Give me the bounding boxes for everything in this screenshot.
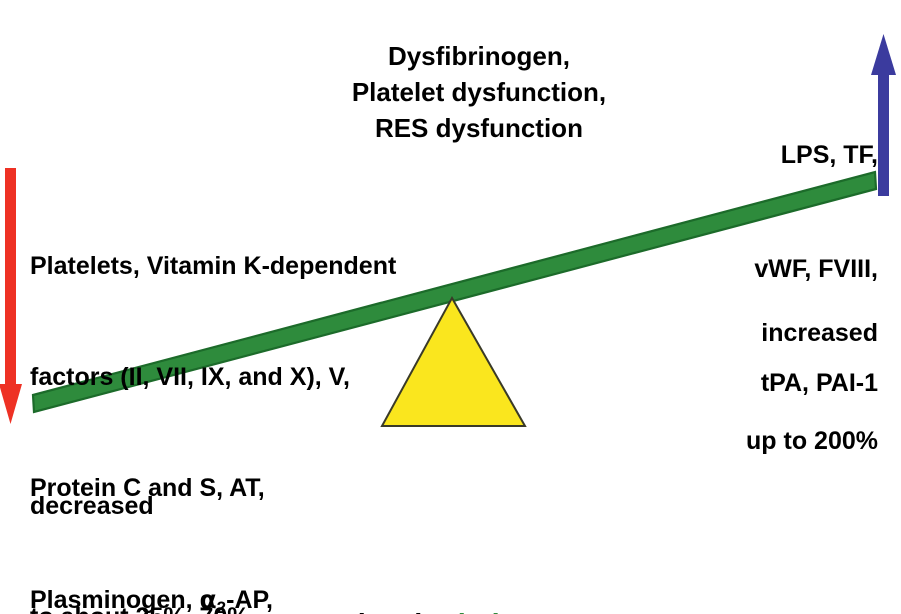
caption-line-1-run-2: rebalance — [430, 609, 565, 614]
caption-line-1-run-3: → — [566, 609, 611, 614]
top-label-line-1: Dysfibrinogen, — [387, 41, 570, 71]
alpha-subscript: 2 — [216, 598, 227, 614]
top-label-line-3: RES dysfunction — [374, 113, 583, 143]
left-list-line-4: Plasminogen, α2-AP, — [30, 581, 396, 614]
decreased-line-2: to about 25%–70% — [30, 599, 250, 614]
top-label-line-2: Platelet dysfunction, — [351, 77, 607, 107]
increased-magnitude-label: increased up to 200% — [746, 243, 878, 531]
alpha-glyph: α — [199, 585, 217, 614]
decreased-line-1: decreased — [30, 492, 154, 520]
increased-line-1: increased — [761, 319, 878, 347]
left-list-line-2: factors (II, VII, IX, and X), V, — [30, 363, 350, 391]
decreased-magnitude-label: decreased to about 25%–70% — [30, 414, 250, 614]
right-pan-factor-list: LPS, TF, vWF, FVIII, tPA, PAI-1 — [754, 60, 878, 478]
yellow-triangle-fulcrum-icon — [380, 295, 527, 427]
right-list-line-2: vWF, FVIII, — [754, 255, 878, 283]
left-list-line-1: Platelets, Vitamin K-dependent — [30, 252, 397, 280]
top-dysfunction-label: Dysfibrinogen, Platelet dysfunction, RES… — [14, 2, 901, 182]
red-down-arrow-icon — [0, 168, 22, 424]
right-list-line-3: tPA, PAI-1 — [760, 369, 878, 397]
caption-line-1-run-1: Low-level — [290, 609, 430, 614]
left-list-line-4-text: Plasminogen, — [30, 586, 200, 614]
figure-caption: Low-level rebalance → high risk of bleed… — [0, 520, 901, 614]
right-list-line-1: LPS, TF, — [780, 141, 878, 169]
tilted-beam-icon — [31, 170, 878, 414]
left-pan-factor-list: Platelets, Vitamin K-dependent factors (… — [30, 174, 396, 614]
caption-line-1: Low-level rebalance → — [0, 604, 901, 614]
alpha2-ap-tail: -AP, — [226, 586, 273, 614]
increased-line-2: up to 200% — [746, 427, 878, 455]
left-list-line-3: Protein C and S, AT, — [30, 474, 265, 502]
blue-up-arrow-icon — [871, 34, 896, 196]
